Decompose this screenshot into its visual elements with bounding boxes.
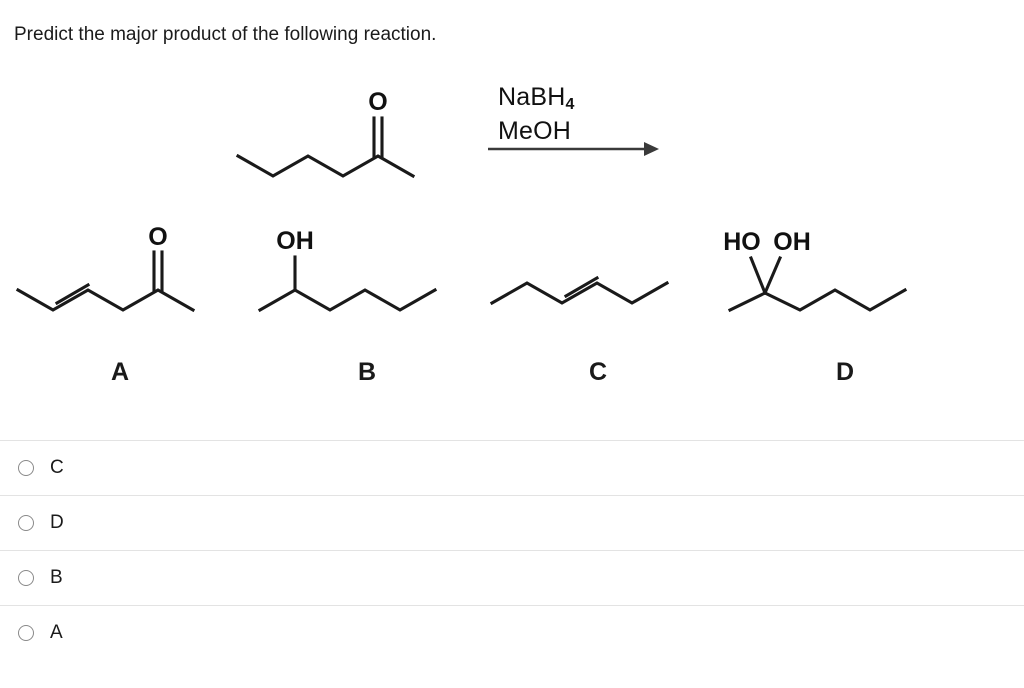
hydroxyl-label: OH <box>276 227 314 255</box>
option-row-a[interactable]: A <box>0 605 1024 660</box>
radio-button-b[interactable] <box>18 570 34 586</box>
hydroxyl-label-right: OH <box>773 228 811 256</box>
structure-C-label: C <box>588 358 608 386</box>
radio-button-d[interactable] <box>18 515 34 531</box>
structure-A-label: A <box>110 358 130 386</box>
option-label-d: D <box>50 512 64 533</box>
structure-choices: O A OH B C HO OH D <box>0 223 1024 405</box>
option-row-c[interactable]: C <box>0 440 1024 495</box>
hydroxyl-label-left: HO <box>723 228 761 256</box>
structure-C-svg <box>489 275 670 306</box>
structure-B: OH <box>250 225 450 350</box>
hydroxyl-bond-right <box>762 255 783 296</box>
option-label-b: B <box>50 567 63 588</box>
structure-D-svg: HO OH <box>723 228 908 313</box>
option-label-a: A <box>50 622 63 643</box>
arrow-head <box>644 142 659 156</box>
oxygen-atom-label: O <box>148 223 167 251</box>
reaction-scheme: O NaBH4 MeOH <box>0 60 1024 210</box>
starting-material-svg: O <box>235 88 416 179</box>
carbon-skeleton <box>15 287 196 313</box>
option-row-d[interactable]: D <box>0 495 1024 550</box>
carbon-skeleton <box>727 287 908 313</box>
reagent-nabh4: NaBH4 <box>498 83 575 113</box>
carbon-skeleton <box>257 287 438 313</box>
radio-button-c[interactable] <box>18 460 34 476</box>
hydroxyl-bond-left <box>748 255 768 296</box>
reagent-conditions: NaBH4 MeOH <box>498 82 575 146</box>
structure-A-svg: O <box>15 223 196 313</box>
reagent-meoh: MeOH <box>498 117 572 145</box>
option-label-c: C <box>50 457 64 478</box>
page-title: Predict the major product of the followi… <box>14 24 437 45</box>
structure-D-label: D <box>835 358 855 386</box>
structure-C <box>480 225 690 350</box>
structure-D: HO OH <box>720 225 945 350</box>
carbon-skeleton <box>235 153 416 179</box>
alkene-inner-line <box>563 275 600 299</box>
answer-options-list: C D B A <box>0 440 1024 660</box>
reaction-arrow <box>486 138 661 160</box>
structure-A: O <box>8 223 223 350</box>
radio-button-a[interactable] <box>18 625 34 641</box>
alkene-inner-line <box>54 282 91 306</box>
structure-B-svg: OH <box>257 227 438 313</box>
carbon-skeleton <box>489 280 670 306</box>
structure-B-label: B <box>357 358 377 386</box>
oxygen-atom-label: O <box>368 88 387 116</box>
starting-material-structure: O <box>230 78 440 198</box>
reaction-arrow-icon <box>488 142 659 156</box>
option-row-b[interactable]: B <box>0 550 1024 605</box>
